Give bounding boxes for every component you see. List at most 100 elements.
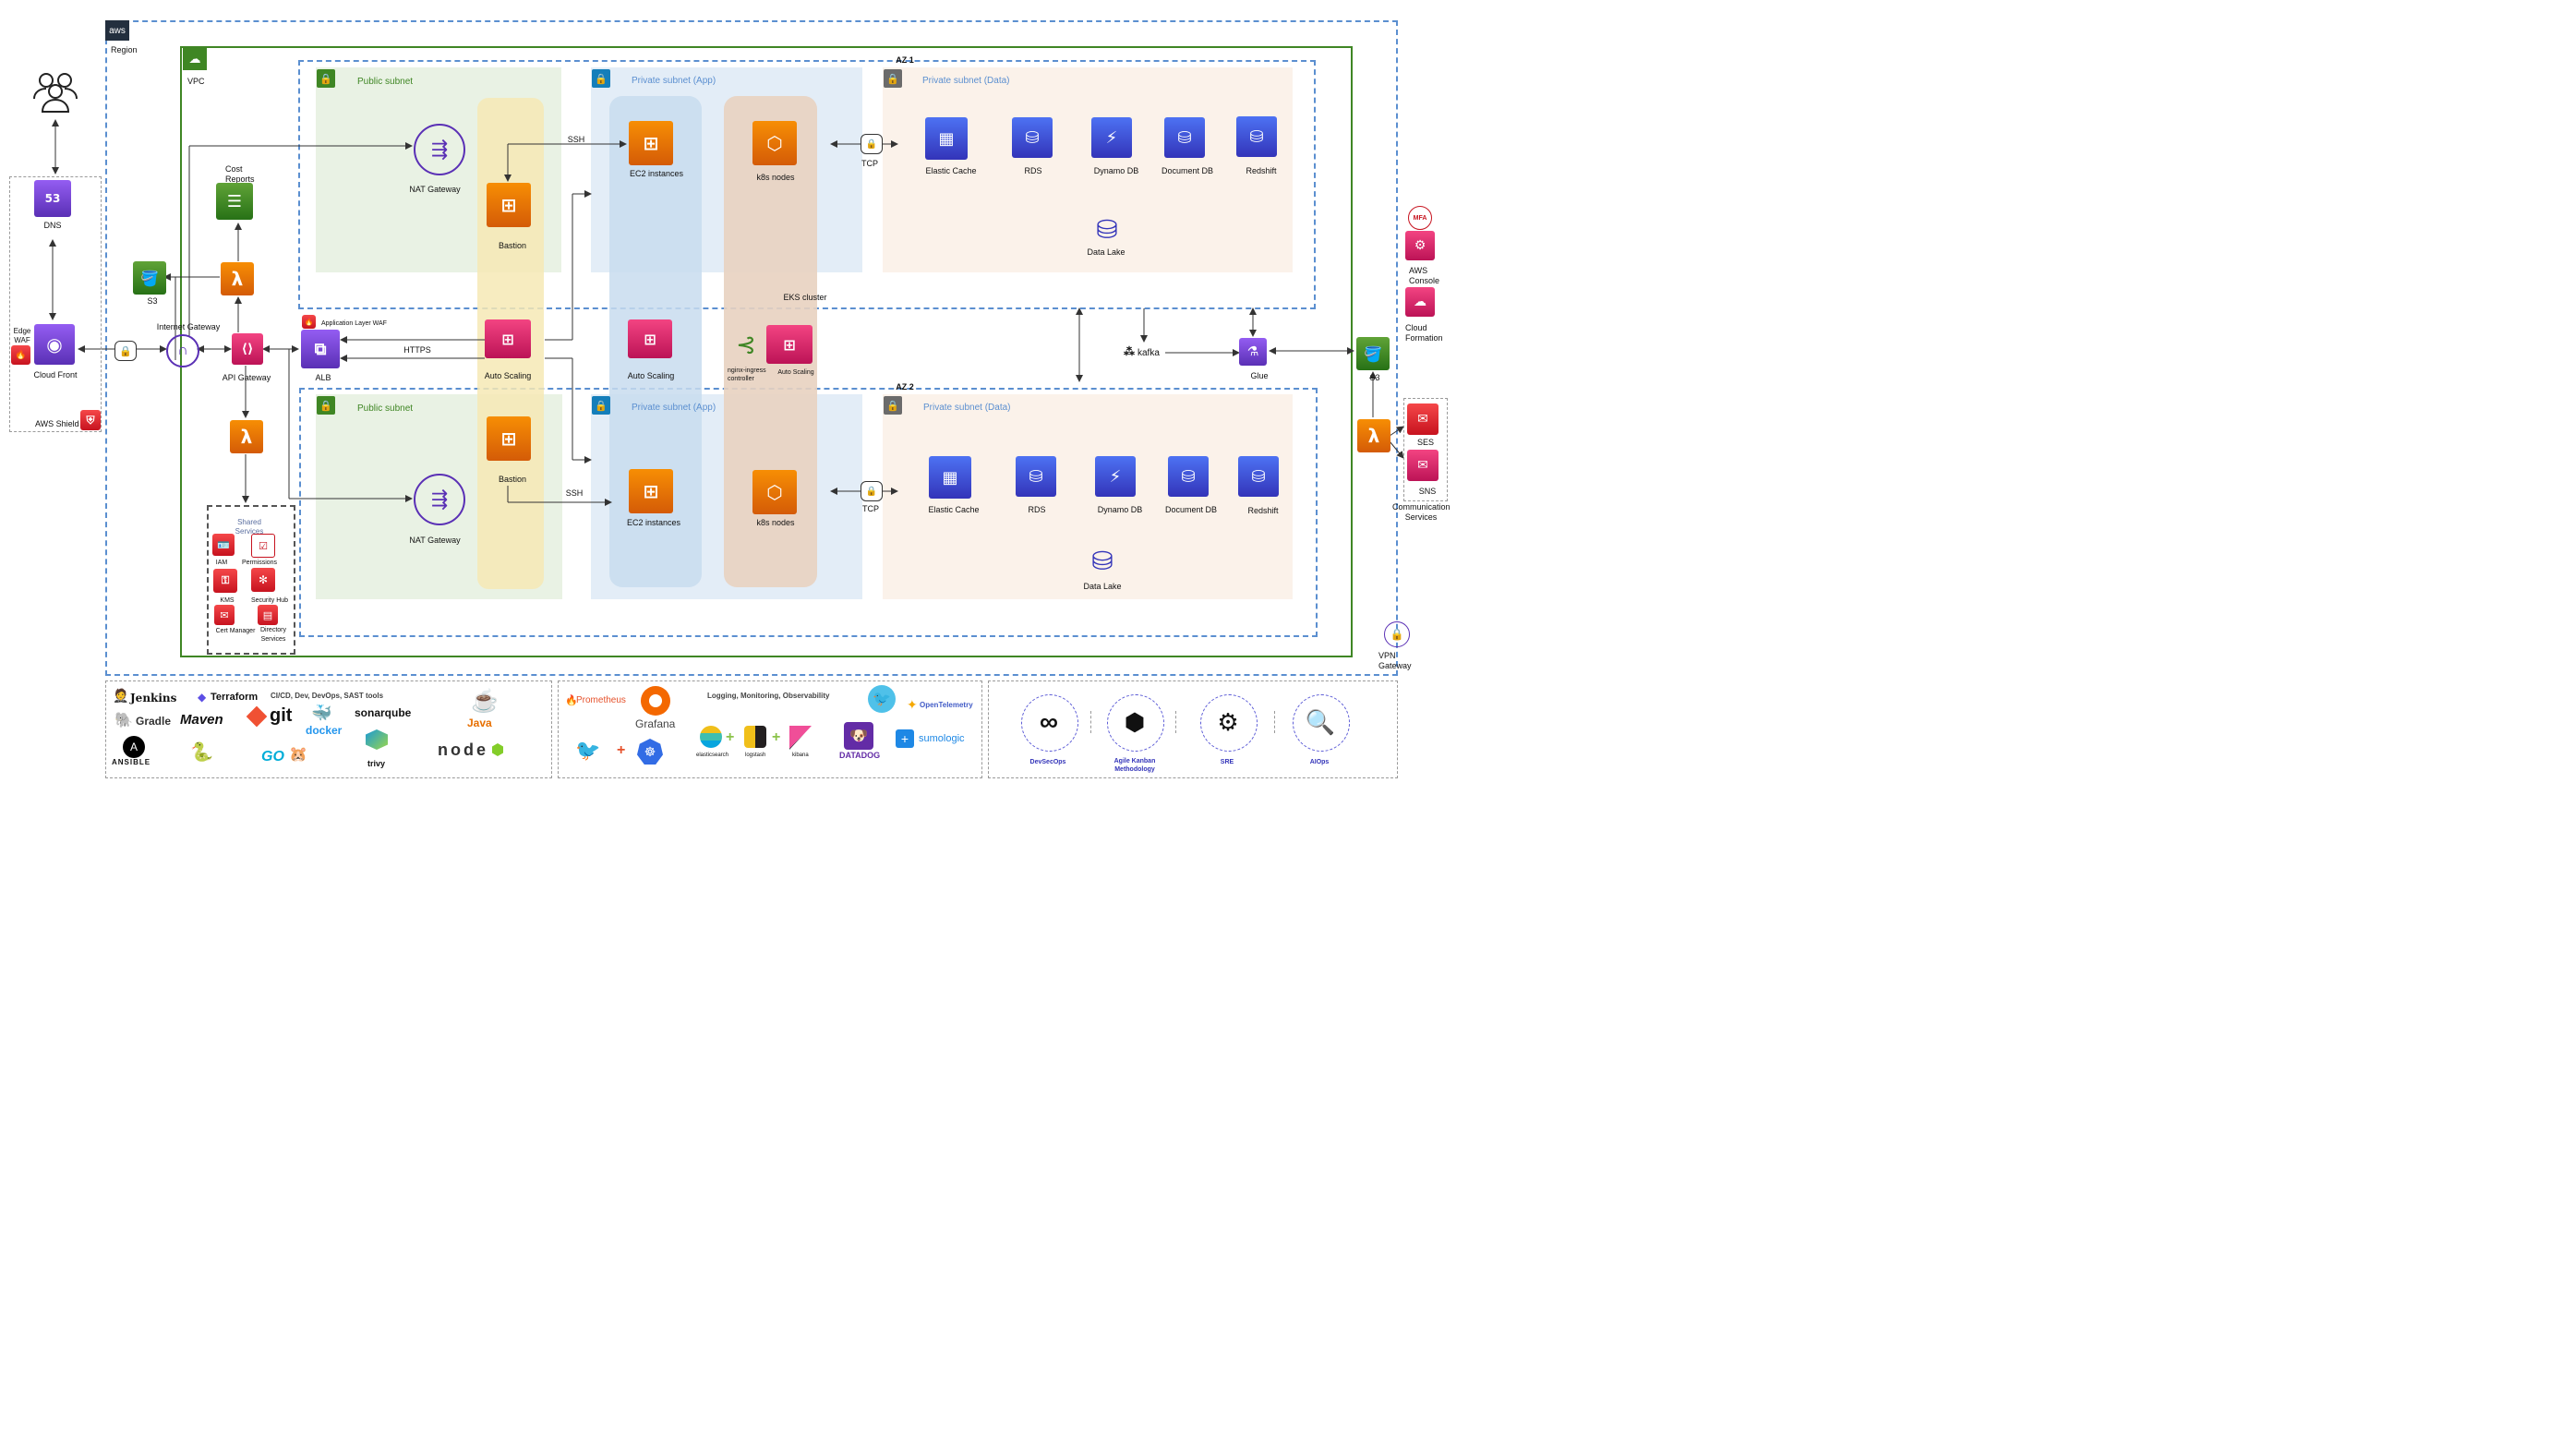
az1-elasticache-label: Elastic Cache xyxy=(925,166,977,175)
directory-services-icon: ▤ xyxy=(258,605,278,625)
az2-dynamodb-label: Dynamo DB xyxy=(1097,505,1143,514)
az1-k8s-label: k8s nodes xyxy=(756,173,795,182)
az2-data-lock-icon: 🔒 xyxy=(884,396,902,415)
security-hub-icon: ✻ xyxy=(251,568,275,592)
az1-bastion-icon: ⊞ xyxy=(487,183,531,227)
grafana-label: Grafana xyxy=(635,717,676,730)
kanban-label: Agile Kanban Methodology xyxy=(1113,758,1156,773)
ansible-icon: A xyxy=(123,736,145,758)
s3-icon: 🪣 xyxy=(133,261,166,295)
shield-icon: ⛨ xyxy=(80,410,101,430)
autoscaling-icon-3: ⊞ xyxy=(766,325,813,364)
az2-tcp-lock-icon: 🔒 xyxy=(861,481,883,501)
java-label: Java xyxy=(467,716,492,729)
az1-datalake-label: Data Lake xyxy=(1087,247,1125,257)
divider-3 xyxy=(1274,711,1276,733)
kms-label: KMS xyxy=(220,597,235,604)
gradle-label: Gradle xyxy=(136,715,172,728)
permissions-label: Permissions xyxy=(241,560,278,566)
communication-services-label: Communication Services xyxy=(1392,502,1451,522)
opentelemetry-label: OpenTelemetry xyxy=(920,701,973,709)
app-waf-label: Application Layer WAF xyxy=(321,320,387,327)
kafka-label: kafka xyxy=(1138,348,1160,358)
kms-icon: ⚿ xyxy=(213,569,237,593)
az2-rds-icon: ⛁ xyxy=(1016,456,1056,497)
kafka-icon: ⁂ xyxy=(1124,345,1135,358)
java-icon: ☕ xyxy=(471,689,499,714)
edge-waf-label: Edge WAF xyxy=(13,327,31,344)
az1-bastion-label: Bastion xyxy=(498,241,527,250)
kanban-circle xyxy=(1107,694,1164,752)
lambda-icon-1: λ xyxy=(221,262,254,295)
autoscaling-label-3: Auto Scaling xyxy=(777,369,814,376)
maven-label: Maven xyxy=(180,712,223,728)
az1-nat-gateway-icon: ⇶ xyxy=(414,124,465,175)
https-label: HTTPS xyxy=(403,345,431,355)
sns-label: SNS xyxy=(1418,487,1437,496)
az1-data-label: Private subnet (Data) xyxy=(922,76,1010,86)
cicd-tools-panel xyxy=(105,680,552,778)
az1-redshift-label: Redshift xyxy=(1246,166,1277,175)
az2-label: AZ 2 xyxy=(896,382,914,391)
autoscaling-icon-2: ⊞ xyxy=(628,319,672,358)
az2-ec2-icon: ⊞ xyxy=(629,469,673,513)
kubernetes-icon: ☸ xyxy=(637,739,663,765)
az2-docdb-icon: ⛁ xyxy=(1168,456,1209,497)
autoscaling-icon-1: ⊞ xyxy=(485,319,531,358)
app-waf-icon: 🔥 xyxy=(302,315,316,329)
lambda-icon-3: λ xyxy=(1357,419,1390,452)
az2-ec2-label: EC2 instances xyxy=(626,518,681,527)
plus-icon-1: + xyxy=(617,742,626,758)
az1-nat-label: NAT Gateway xyxy=(409,185,461,194)
az2-app-label: Private subnet (App) xyxy=(632,403,716,413)
edge-services-group xyxy=(9,176,102,432)
security-hub-label: Security Hub xyxy=(250,597,289,604)
aws-console-label: AWS Console xyxy=(1409,266,1440,285)
docker-icon: 🐳 xyxy=(311,704,332,722)
cert-manager-icon: ✉ xyxy=(214,605,235,625)
s3-right-icon: 🪣 xyxy=(1356,337,1390,370)
terraform-icon: ◆ xyxy=(198,691,207,704)
nodejs-icon xyxy=(492,743,503,756)
directory-services-label: Directory Services xyxy=(259,627,286,643)
ses-icon: ✉ xyxy=(1407,403,1438,435)
cloudfront-icon: ◉ xyxy=(34,324,75,365)
aws-badge: aws xyxy=(105,20,129,41)
autoscaling-label-2: Auto Scaling xyxy=(627,371,675,380)
cicd-heading: CI/CD, Dev, DevOps, SAST tools xyxy=(271,692,384,700)
jenkins-icon: 🤵 xyxy=(113,688,129,703)
autoscaling-label-1: Auto Scaling xyxy=(484,371,532,380)
fluentd-icon: 🐦 xyxy=(575,739,601,762)
az2-bastion-label: Bastion xyxy=(498,475,527,484)
devsecops-label: DevSecOps xyxy=(1029,759,1066,765)
az1-label: AZ 1 xyxy=(896,55,914,65)
az1-datalake-icon: ⛁ xyxy=(1096,215,1118,244)
igw-label: Internet Gateway xyxy=(156,322,221,331)
az1-ec2-label: EC2 instances xyxy=(629,169,684,178)
az2-tcp-label: TCP xyxy=(862,504,879,513)
methodology-panel xyxy=(988,680,1398,778)
az2-ssh-label: SSH xyxy=(565,488,584,498)
elasticsearch-icon xyxy=(700,726,722,748)
otel-mascot-icon: 🐦 xyxy=(868,685,896,713)
az1-app-lock-icon: 🔒 xyxy=(592,69,610,88)
api-gateway-label: API Gateway xyxy=(222,373,271,382)
trivy-label: trivy xyxy=(367,759,386,768)
observability-heading: Logging, Monitoring, Observability xyxy=(707,692,830,700)
az1-docdb-label: Document DB xyxy=(1161,166,1214,175)
glue-label: Glue xyxy=(1250,371,1269,380)
az1-dynamodb-icon: ⚡ xyxy=(1091,117,1132,158)
aws-console-icon: ⚙ xyxy=(1405,231,1435,260)
gopher-icon: 🐹 xyxy=(289,747,307,763)
az2-k8s-label: k8s nodes xyxy=(756,518,795,527)
az2-docdb-label: Document DB xyxy=(1164,505,1218,514)
az2-bastion-icon: ⊞ xyxy=(487,416,531,461)
az1-data-lock-icon: 🔒 xyxy=(884,69,902,88)
alb-icon: ⧉ xyxy=(301,330,340,368)
az2-elasticache-label: Elastic Cache xyxy=(928,505,980,514)
python-icon: 🐍 xyxy=(190,742,213,763)
users-icon xyxy=(31,67,79,115)
opentelemetry-icon: ✦ xyxy=(907,697,918,712)
az1-ec2-icon: ⊞ xyxy=(629,121,673,165)
cost-reports-label: Cost Reports xyxy=(225,164,255,184)
